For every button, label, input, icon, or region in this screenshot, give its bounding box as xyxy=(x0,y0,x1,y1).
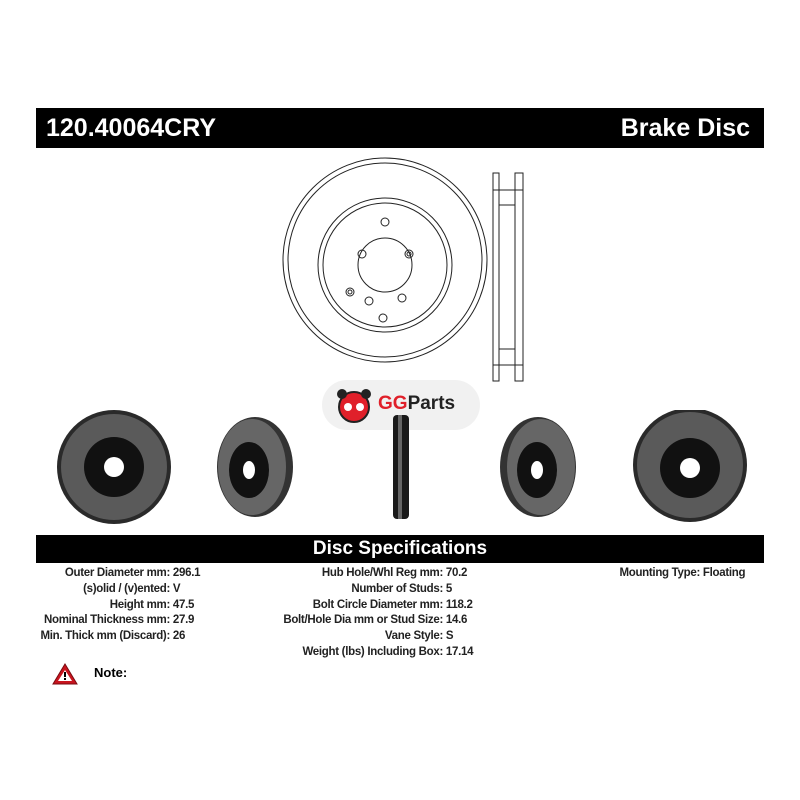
spec-row: (s)olid / (v)ented: V xyxy=(83,582,181,595)
spec-row: Hub Hole/Whl Reg mm: 70.2 xyxy=(321,567,468,579)
specs-column-3: Mounting Type: Floating xyxy=(526,567,745,583)
disc-side-drawing xyxy=(492,172,524,382)
part-number: 120.40064CRY xyxy=(46,114,217,142)
specs-title: Disc Specifications xyxy=(36,535,764,563)
spec-row: Min. Thick mm (Discard): 26 xyxy=(40,630,186,643)
disc-view-3 xyxy=(393,415,409,519)
title-bar: 120.40064CRY Brake Disc xyxy=(36,108,764,148)
disc-view-4 xyxy=(500,417,576,517)
specs-column-1: Outer Diameter mm: 296.1 (s)olid / (v)en… xyxy=(0,567,200,646)
warning-icon xyxy=(52,663,78,685)
spec-row: Number of Studs: 5 xyxy=(351,582,453,595)
disc-view-5 xyxy=(633,410,747,522)
note-label: Note: xyxy=(94,665,128,680)
spec-row: Bolt/Hole Dia mm or Stud Size: 14.6 xyxy=(283,614,468,627)
spec-row: Bolt Circle Diameter mm: 118.2 xyxy=(312,598,473,611)
spec-row: Height mm: 47.5 xyxy=(109,598,195,611)
spec-row: Vane Style: S xyxy=(384,630,454,643)
spec-row: Nominal Thickness mm: 27.9 xyxy=(44,614,195,627)
spec-row: Mounting Type: Floating xyxy=(619,567,746,579)
disc-photo-views xyxy=(57,410,747,524)
disc-view-1 xyxy=(57,410,171,524)
product-type: Brake Disc xyxy=(620,114,750,142)
specs-column-2: Hub Hole/Whl Reg mm: 70.2 Number of Stud… xyxy=(210,567,473,662)
disc-view-2 xyxy=(217,417,293,517)
spec-row: Weight (lbs) Including Box: 17.14 xyxy=(302,645,474,658)
disc-front-drawing xyxy=(282,157,524,382)
spec-row: Outer Diameter mm: 296.1 xyxy=(64,567,201,579)
